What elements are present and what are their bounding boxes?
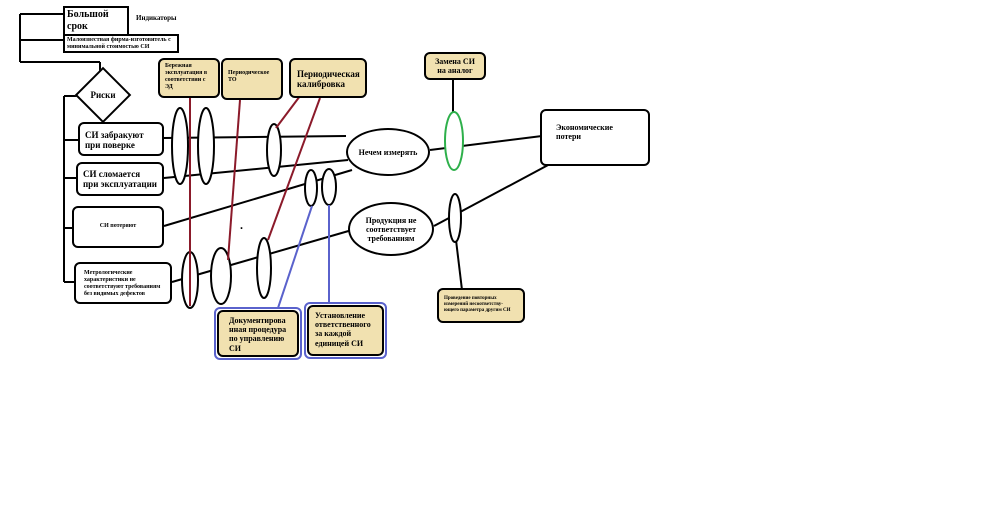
blue-link-procedure	[277, 205, 313, 309]
control-ring	[210, 247, 232, 305]
measure-procedure-frame	[214, 307, 302, 360]
control-ring	[304, 169, 318, 207]
measure-periodic-to: Периодическое ТО	[221, 58, 283, 100]
measure-replace: Замена СИ на аналог	[424, 52, 486, 80]
risk-metrology: Метрологические характеристики не соотве…	[74, 262, 172, 304]
indicator-small-maker: Малоизвестная фирма-изготовитель с миним…	[63, 34, 179, 53]
indicators-label: Индикаторы	[136, 14, 177, 22]
measure-responsible: Установление ответственного за каждой ед…	[307, 305, 384, 356]
red-link-calib-a	[275, 95, 301, 129]
risk-lost: СИ потеряют	[72, 206, 164, 248]
measure-responsible-frame	[304, 302, 387, 359]
control-ring	[256, 237, 272, 299]
measure-careful-use: Бережная эксплуатация в соответствии с Э…	[158, 58, 220, 98]
measure-documented-procedure: Документирова нная процедура по управлен…	[217, 310, 299, 357]
link-lost-to-nothing	[163, 169, 353, 227]
link-repeat-ring	[455, 239, 463, 291]
control-ring	[321, 168, 337, 206]
consequence-nonconforming-product: Продукция не соответствует требованиям	[348, 202, 434, 256]
red-link-to	[227, 99, 241, 261]
red-link-calib-b	[267, 97, 321, 241]
control-ring	[266, 123, 282, 177]
control-ring	[197, 107, 215, 185]
risk-break: СИ сломается при эксплуатации	[76, 162, 164, 196]
risk-reject: СИ забракуют при поверке	[78, 122, 164, 156]
link-break-to-nothing	[163, 159, 349, 179]
control-ring	[448, 193, 462, 243]
risks-label: Риски	[90, 90, 116, 100]
consequence-economic-losses: Экономические потери	[540, 109, 650, 166]
link-reject-to-nothing	[163, 135, 347, 139]
consequence-nothing-to-measure: Нечем измерять	[346, 128, 430, 176]
replace-control-ring	[444, 111, 464, 171]
measure-repeat-measurements: Проведение повторных измерений несоответ…	[437, 288, 525, 323]
measure-periodic-calibration: Периодическая калибровка	[289, 58, 367, 98]
stray-mark: .	[240, 218, 243, 232]
control-ring	[171, 107, 189, 185]
indicator-long-life: Большой срок эксплуатации	[63, 6, 129, 36]
